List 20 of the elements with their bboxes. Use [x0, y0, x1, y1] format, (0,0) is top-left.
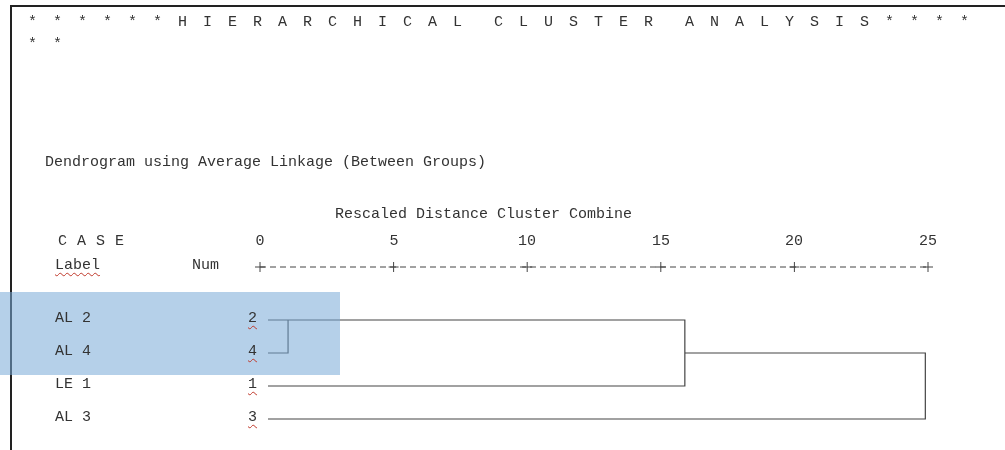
case-label: AL 4 — [55, 343, 91, 361]
column-header: Label — [55, 257, 100, 275]
case-number: 4 — [248, 343, 257, 361]
axis-tick-label: 20 — [785, 233, 803, 251]
case-number: 3 — [248, 409, 257, 427]
axis-tick-label: 5 — [389, 233, 399, 251]
case-number: 2 — [248, 310, 257, 328]
heading-text: Dendrogram using Average Linkage (Between Groups) — [45, 154, 487, 172]
case-number: 1 — [248, 376, 257, 394]
column-header: CASE — [58, 233, 134, 251]
column-header: Num — [192, 257, 219, 275]
title: * * * * * * H I E R A R C H I C A L C L U S T E R A N A L Y S I S * * * * * * — [28, 13, 971, 55]
axis-tick-label: 0 — [255, 233, 265, 251]
heading-text: Rescaled Distance Cluster Combine — [335, 206, 633, 224]
case-label: LE 1 — [55, 376, 91, 394]
axis-tick-label: 10 — [518, 233, 536, 251]
case-label: AL 2 — [55, 310, 91, 328]
case-label: AL 3 — [55, 409, 91, 427]
axis-tick-label: 15 — [652, 233, 670, 251]
axis-tick-label: 25 — [919, 233, 937, 251]
